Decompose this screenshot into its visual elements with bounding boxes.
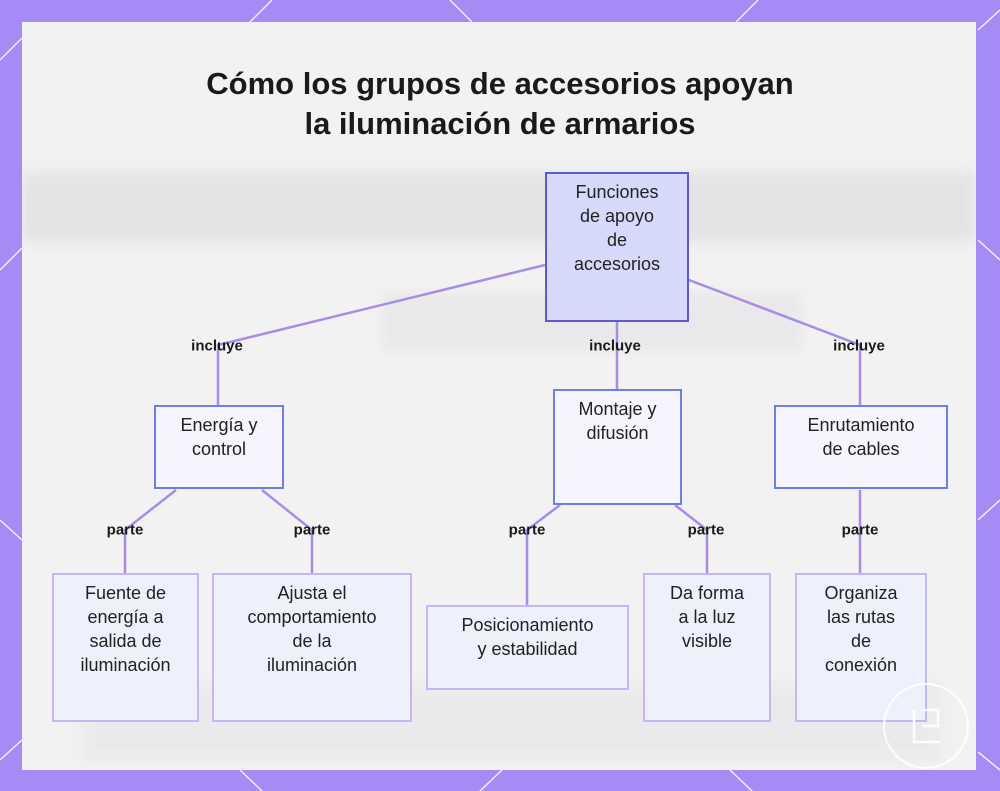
edge-root-cable [688, 278, 862, 405]
edge-label-part: parte [687, 521, 725, 539]
node-shape-text: Da forma a la luz visible [669, 583, 745, 651]
edge-label-part: parte [293, 521, 331, 539]
node-lighting-behavior: Ajusta el comportamiento de la iluminaci… [212, 573, 412, 722]
node-power-source: Fuente de energía a salida de iluminació… [52, 573, 199, 722]
node-shape-light: Da forma a la luz visible [643, 573, 771, 722]
node-power-source-text: Fuente de energía a salida de iluminació… [80, 583, 171, 675]
edge-power-source [123, 489, 177, 573]
edge-root-power [216, 263, 546, 405]
edge-label-part: parte [508, 521, 546, 539]
node-mount-diffusion: Montaje y difusión [553, 389, 682, 505]
node-cable-routing: Enrutamiento de cables [774, 405, 948, 489]
node-power-text: Energía y control [180, 415, 258, 459]
diagram-title: Cómo los grupos de accesorios apoyan la … [206, 66, 794, 141]
node-root-accessory-functions: Funciones de apoyo de accesorios [545, 172, 689, 322]
node-behavior-text: Ajusta el comportamiento de la iluminaci… [247, 583, 377, 675]
edge-label-part: parte [106, 521, 144, 539]
edge-power-behavior [261, 489, 314, 573]
node-mount-text: Montaje y difusión [578, 399, 657, 443]
node-cable-text: Enrutamiento de cables [807, 415, 915, 459]
background-blur-band [22, 172, 976, 242]
node-connection-routes: Organiza las rutas de conexión [795, 573, 927, 722]
edge-label-part: parte [841, 521, 879, 539]
edge-label-includes: incluye [589, 337, 641, 355]
edge-mount-shape [674, 504, 709, 573]
logo-icon [883, 683, 969, 769]
edge-label-includes: incluye [833, 337, 885, 355]
node-power-control: Energía y control [154, 405, 284, 489]
node-position-text: Posicionamiento y estabilidad [461, 615, 594, 659]
edge-label-includes: incluye [191, 337, 243, 355]
node-root-text: Funciones de apoyo de accesorios [573, 182, 661, 274]
edge-mount-position [525, 504, 561, 605]
node-positioning-stability: Posicionamiento y estabilidad [426, 605, 629, 690]
node-routes-text: Organiza las rutas de conexión [824, 583, 898, 675]
